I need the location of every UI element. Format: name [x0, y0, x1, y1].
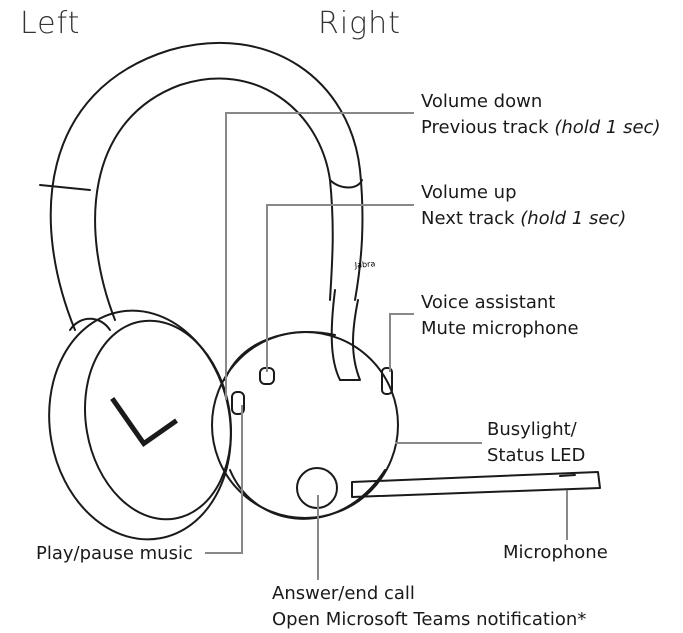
- volume-down-label: Volume down Previous track (hold 1 sec): [421, 89, 660, 141]
- headband-inner: [94, 77, 334, 321]
- leader-lines: [205, 112, 568, 580]
- status-led-text: Status LED: [487, 445, 586, 466]
- previous-track-text: Previous track: [421, 117, 555, 138]
- volume-down-text: Volume down: [421, 91, 543, 112]
- mic-boom: [351, 471, 601, 498]
- volume-up-text: Volume up: [421, 182, 517, 203]
- hold-hint: (hold 1 sec): [520, 208, 627, 229]
- left-side-label: Left: [20, 6, 81, 41]
- hold-hint: (hold 1 sec): [554, 117, 661, 138]
- answer-call-label: Answer/end call Open Microsoft Teams not…: [272, 581, 586, 633]
- voice-assistant-text: Voice assistant: [421, 292, 556, 313]
- voice-assistant-label: Voice assistant Mute microphone: [421, 290, 579, 342]
- brand-logo: Jabra: [353, 259, 375, 270]
- right-side-label: Right: [318, 6, 401, 41]
- left-earcup: [48, 309, 232, 541]
- teams-notification-text: Open Microsoft Teams notification*: [272, 609, 587, 630]
- next-track-text: Next track: [421, 208, 521, 229]
- microphone-label: Microphone: [503, 542, 608, 563]
- headband-outer: [49, 41, 364, 331]
- busylight-label: Busylight/ Status LED: [487, 417, 585, 469]
- answer-call-text: Answer/end call: [272, 583, 415, 604]
- mute-microphone-text: Mute microphone: [421, 318, 579, 339]
- busylight-text: Busylight/: [487, 419, 577, 440]
- play-pause-label: Play/pause music: [36, 543, 193, 564]
- left-mark: [110, 397, 178, 448]
- volume-up-label: Volume up Next track (hold 1 sec): [421, 180, 626, 232]
